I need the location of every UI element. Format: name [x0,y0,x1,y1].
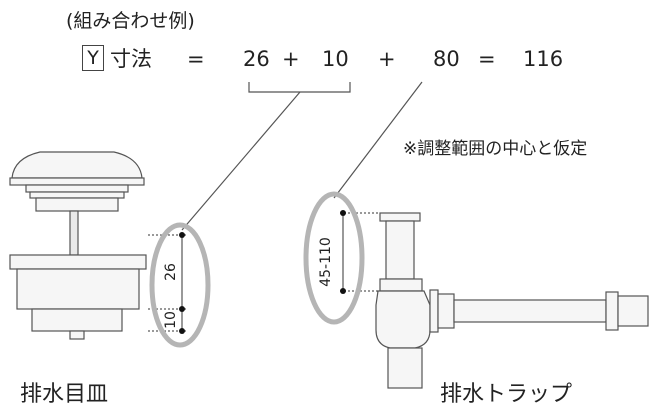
plus-sign: + [282,47,300,71]
dimension-dot [340,288,346,294]
equals-sign: = [478,47,496,71]
equals-sign: = [187,47,205,71]
caption-drain-plug: 排水目皿 [20,382,109,407]
term-80: 80 [433,47,460,71]
dim-label-26: 26 [163,263,179,281]
term-10: 10 [322,47,349,71]
dimension-dot [340,210,346,216]
assumption-note: ※調整範囲の中心と仮定 [403,139,588,159]
drain-plug-illustration [9,151,147,340]
term-26: 26 [243,47,270,71]
dimension-dot [179,232,185,238]
dim-label-10: 10 [163,311,179,329]
highlight-ellipse-drain [149,222,211,348]
caption-drain-trap: 排水トラップ [440,382,573,407]
y-variable-box: Y [82,45,104,71]
dimension-dot [179,328,185,334]
sum-bracket [181,82,351,231]
dimension-label: 寸法 [110,47,152,71]
leader-line-80 [333,81,423,199]
highlight-ellipse-trap [303,191,365,325]
plus-sign: + [378,47,396,71]
total-116: 116 [523,47,564,71]
dim-label-45-110: 45-110 [318,237,334,287]
trap-illustration [375,212,649,389]
dimension-dot [179,306,185,312]
example-heading: (組み合わせ例) [66,10,195,32]
